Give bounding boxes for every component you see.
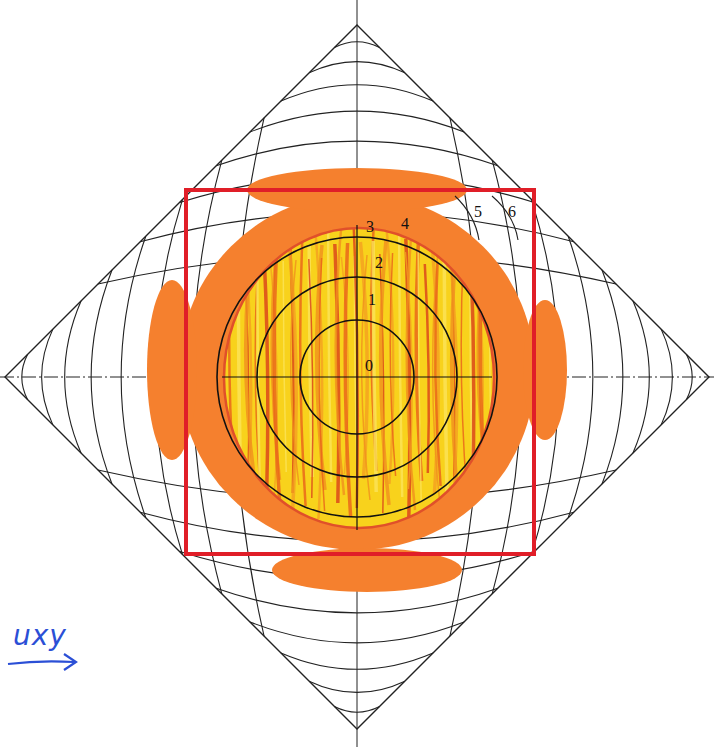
red-square [186, 190, 534, 554]
level-number: 6 [508, 204, 516, 220]
direction-arrow [8, 661, 74, 664]
handwritten-note: uxy [13, 622, 67, 650]
axis-inner [222, 376, 492, 377]
level-number: 0 [365, 358, 373, 374]
level-number: 1 [368, 292, 376, 308]
yellow-region [200, 220, 520, 540]
level-number: 3 [366, 219, 374, 235]
level-number: 5 [474, 204, 482, 220]
vertical-axis [357, 0, 358, 747]
horizontal-axis [0, 377, 714, 378]
contour-line [492, 196, 518, 240]
arrow-head [64, 654, 76, 670]
orange-region [147, 168, 567, 592]
level-number: 4 [401, 216, 409, 232]
level-number: 2 [375, 255, 383, 271]
